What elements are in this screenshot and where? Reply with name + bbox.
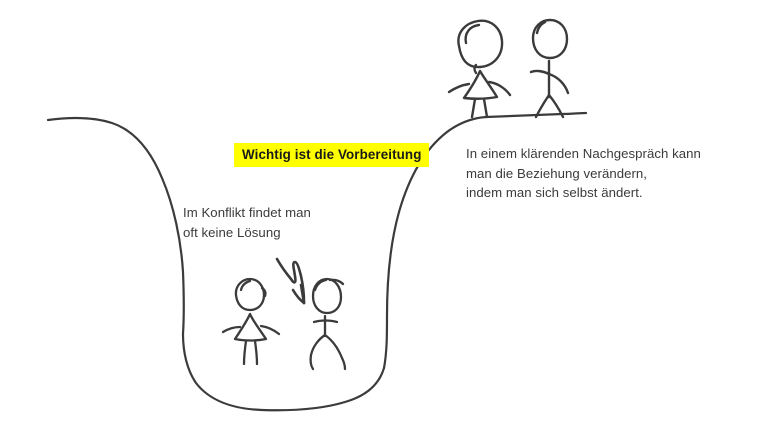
valley-male-figure [309, 277, 347, 371]
valley-caption-text: Im Konflikt findet man oft keine Lösung [183, 205, 311, 240]
valley-female-figure [221, 277, 281, 366]
highlighted-key-message: Wichtig ist die Vorbereitung [234, 143, 429, 167]
hilltop-male-figure [529, 18, 570, 119]
conflict-arrow-icon [275, 257, 306, 305]
hilltop-female-figure [447, 19, 512, 119]
hilltop-caption-text: In einem klärenden Nachgespräch kann man… [466, 146, 701, 200]
valley-contour [46, 111, 588, 412]
